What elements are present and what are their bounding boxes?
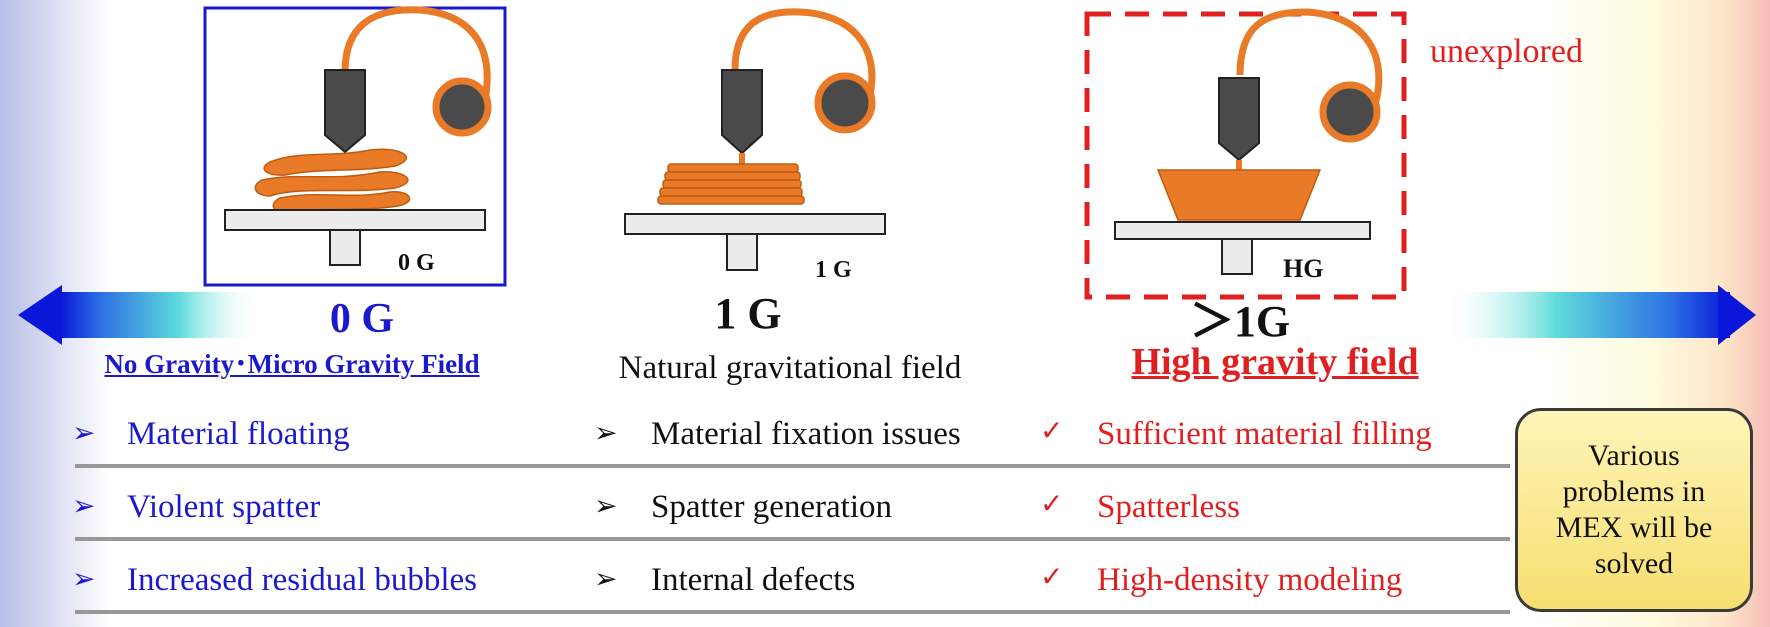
row-1-high-g-text: Sufficient material filling bbox=[1097, 416, 1432, 452]
build-plate bbox=[1114, 221, 1371, 240]
zero-g-subtitle: No Gravity･Micro Gravity Field bbox=[104, 349, 480, 379]
check-mark-icon: ✓ bbox=[1040, 489, 1064, 520]
one-g-printer-illustration bbox=[624, 8, 886, 271]
filament-line bbox=[1236, 8, 1383, 106]
row-2-one-g-text: Spatter generation bbox=[651, 489, 892, 525]
check-mark-icon: ✓ bbox=[1040, 416, 1064, 447]
unexplored-note: unexplored bbox=[1430, 33, 1583, 70]
double-headed-gradient-arrow bbox=[18, 285, 1756, 345]
filament-spool-icon bbox=[432, 77, 492, 137]
row-separator bbox=[75, 610, 1510, 614]
build-plate bbox=[624, 213, 886, 235]
row-1-zero-g-text: Material floating bbox=[127, 416, 350, 452]
high-g-printer-illustration bbox=[1084, 8, 1407, 300]
filament-spool-icon bbox=[814, 72, 876, 134]
plate-stand bbox=[329, 229, 361, 266]
arrowhead-bullet-icon: ➢ bbox=[594, 418, 618, 449]
arrowhead-bullet-icon: ➢ bbox=[594, 491, 618, 522]
arrowhead-bullet-icon: ➢ bbox=[72, 418, 96, 449]
zero-g-printer-illustration bbox=[203, 6, 507, 287]
row-2-zero-g-text: Violent spatter bbox=[127, 489, 321, 525]
row-separator bbox=[75, 537, 1510, 541]
zero-g-plate-label: 0 G bbox=[398, 250, 435, 276]
filament-line bbox=[341, 6, 491, 101]
callout-text: Various problems in MEX will be solved bbox=[1555, 439, 1713, 580]
deposited-layers bbox=[657, 163, 805, 205]
nozzle-icon bbox=[1218, 77, 1260, 162]
row-1-one-g-text: Material fixation issues bbox=[651, 416, 961, 452]
arrow-right-head bbox=[1718, 285, 1756, 345]
row-2-high-g-text: Spatterless bbox=[1097, 489, 1240, 525]
plate-stand bbox=[726, 233, 758, 271]
arrow-left-head bbox=[18, 285, 62, 345]
arrow-left-shaft bbox=[60, 292, 260, 338]
plate-stand bbox=[1221, 238, 1253, 275]
row-3-zero-g-text: Increased residual bubbles bbox=[127, 562, 478, 598]
one-g-subtitle: Natural gravitational field bbox=[618, 350, 962, 386]
build-plate bbox=[224, 209, 486, 231]
row-3-high-g-text: High-density modeling bbox=[1097, 562, 1403, 598]
high-g-title: ＞1G bbox=[1189, 297, 1291, 346]
arrow-right-shaft bbox=[1440, 292, 1730, 338]
filament-line bbox=[731, 8, 876, 96]
one-g-title: 1 G bbox=[714, 289, 782, 338]
row-3-one-g-text: Internal defects bbox=[651, 562, 856, 598]
arrowhead-bullet-icon: ➢ bbox=[72, 491, 96, 522]
zero-g-title: 0 G bbox=[329, 296, 395, 342]
high-g-subtitle: High gravity field bbox=[1131, 341, 1419, 383]
filament-spool-icon bbox=[1319, 81, 1381, 143]
nozzle-icon bbox=[324, 69, 366, 154]
high-g-plate-label: HG bbox=[1283, 254, 1324, 283]
check-mark-icon: ✓ bbox=[1040, 562, 1064, 593]
one-g-plate-label: 1 G bbox=[815, 257, 852, 283]
conclusion-callout: Various problems in MEX will be solved bbox=[1515, 408, 1753, 612]
arrowhead-bullet-icon: ➢ bbox=[594, 564, 618, 595]
nozzle-icon bbox=[721, 69, 763, 155]
arrowhead-bullet-icon: ➢ bbox=[72, 564, 96, 595]
row-separator bbox=[75, 464, 1510, 468]
dense-deposit bbox=[1156, 169, 1322, 221]
